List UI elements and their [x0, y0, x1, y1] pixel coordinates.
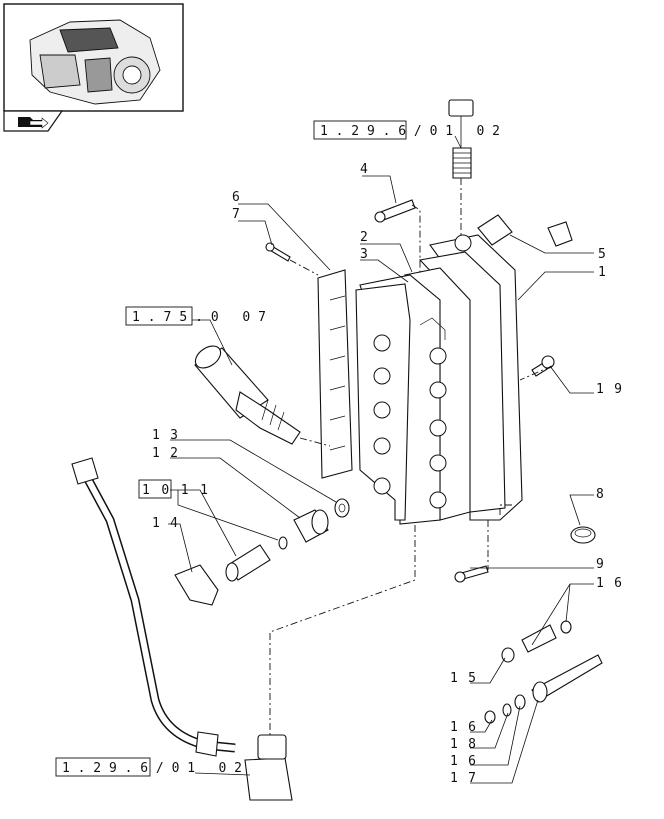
callout-4: 4 — [360, 162, 368, 177]
callout-1: 1 — [598, 265, 606, 280]
callout-17: 17 — [450, 771, 476, 786]
callout-14: 14 — [152, 516, 178, 531]
ref-mid-box[interactable]: 1011 — [138, 479, 208, 499]
transmission-thumbnail[interactable] — [3, 3, 184, 112]
screw-9 — [454, 565, 489, 583]
screw-19 — [531, 355, 555, 377]
clamp-14 — [174, 564, 219, 606]
callout-7: 7 — [232, 207, 240, 222]
ref-left-box[interactable]: 1.75.0 07 — [125, 306, 266, 326]
callout-9: 9 — [596, 557, 604, 572]
gasket-plate — [317, 269, 353, 479]
callout-5: 5 — [598, 247, 606, 262]
connector-12 — [293, 509, 329, 543]
ref-top-box[interactable]: 1.29.6/01 02 — [313, 120, 500, 140]
callout-16c: 16 — [450, 754, 476, 769]
clip-8 — [570, 526, 596, 544]
bushing-5 — [477, 214, 513, 246]
fitting-15 — [501, 620, 572, 663]
fitting-10-11 — [225, 536, 288, 582]
assembly-lines — [269, 178, 553, 735]
callout-16a: 16 — [596, 576, 622, 591]
ref-left-text[interactable]: 1.75.0 07 — [132, 310, 266, 325]
callout-8: 8 — [596, 487, 604, 502]
leader-lines — [168, 135, 594, 784]
pipe-bottom — [71, 457, 293, 801]
valve-body — [355, 234, 523, 525]
callout-6: 6 — [232, 190, 240, 205]
callouts: 1 2 3 4 5 6 7 8 9 12 13 14 15 16 16 16 1… — [152, 162, 622, 786]
pipe-top — [448, 40, 573, 247]
bolt-4 — [374, 199, 416, 223]
callout-18: 18 — [450, 737, 476, 752]
callout-15: 15 — [450, 671, 476, 686]
callout-16b: 16 — [450, 720, 476, 735]
arrow-folder-icon[interactable] — [3, 110, 64, 132]
callout-13: 13 — [152, 428, 178, 443]
screw-7 — [265, 242, 291, 262]
fitting-17 — [484, 654, 603, 724]
washer-13 — [334, 498, 350, 518]
ref-mid-text[interactable]: 1011 — [142, 483, 208, 498]
callout-19: 19 — [596, 382, 622, 397]
solenoid-valve — [194, 345, 301, 445]
callout-2: 2 — [360, 230, 368, 245]
callout-3: 3 — [360, 247, 368, 262]
ref-top-text[interactable]: 1.29.6/01 02 — [320, 124, 500, 139]
callout-12: 12 — [152, 446, 178, 461]
